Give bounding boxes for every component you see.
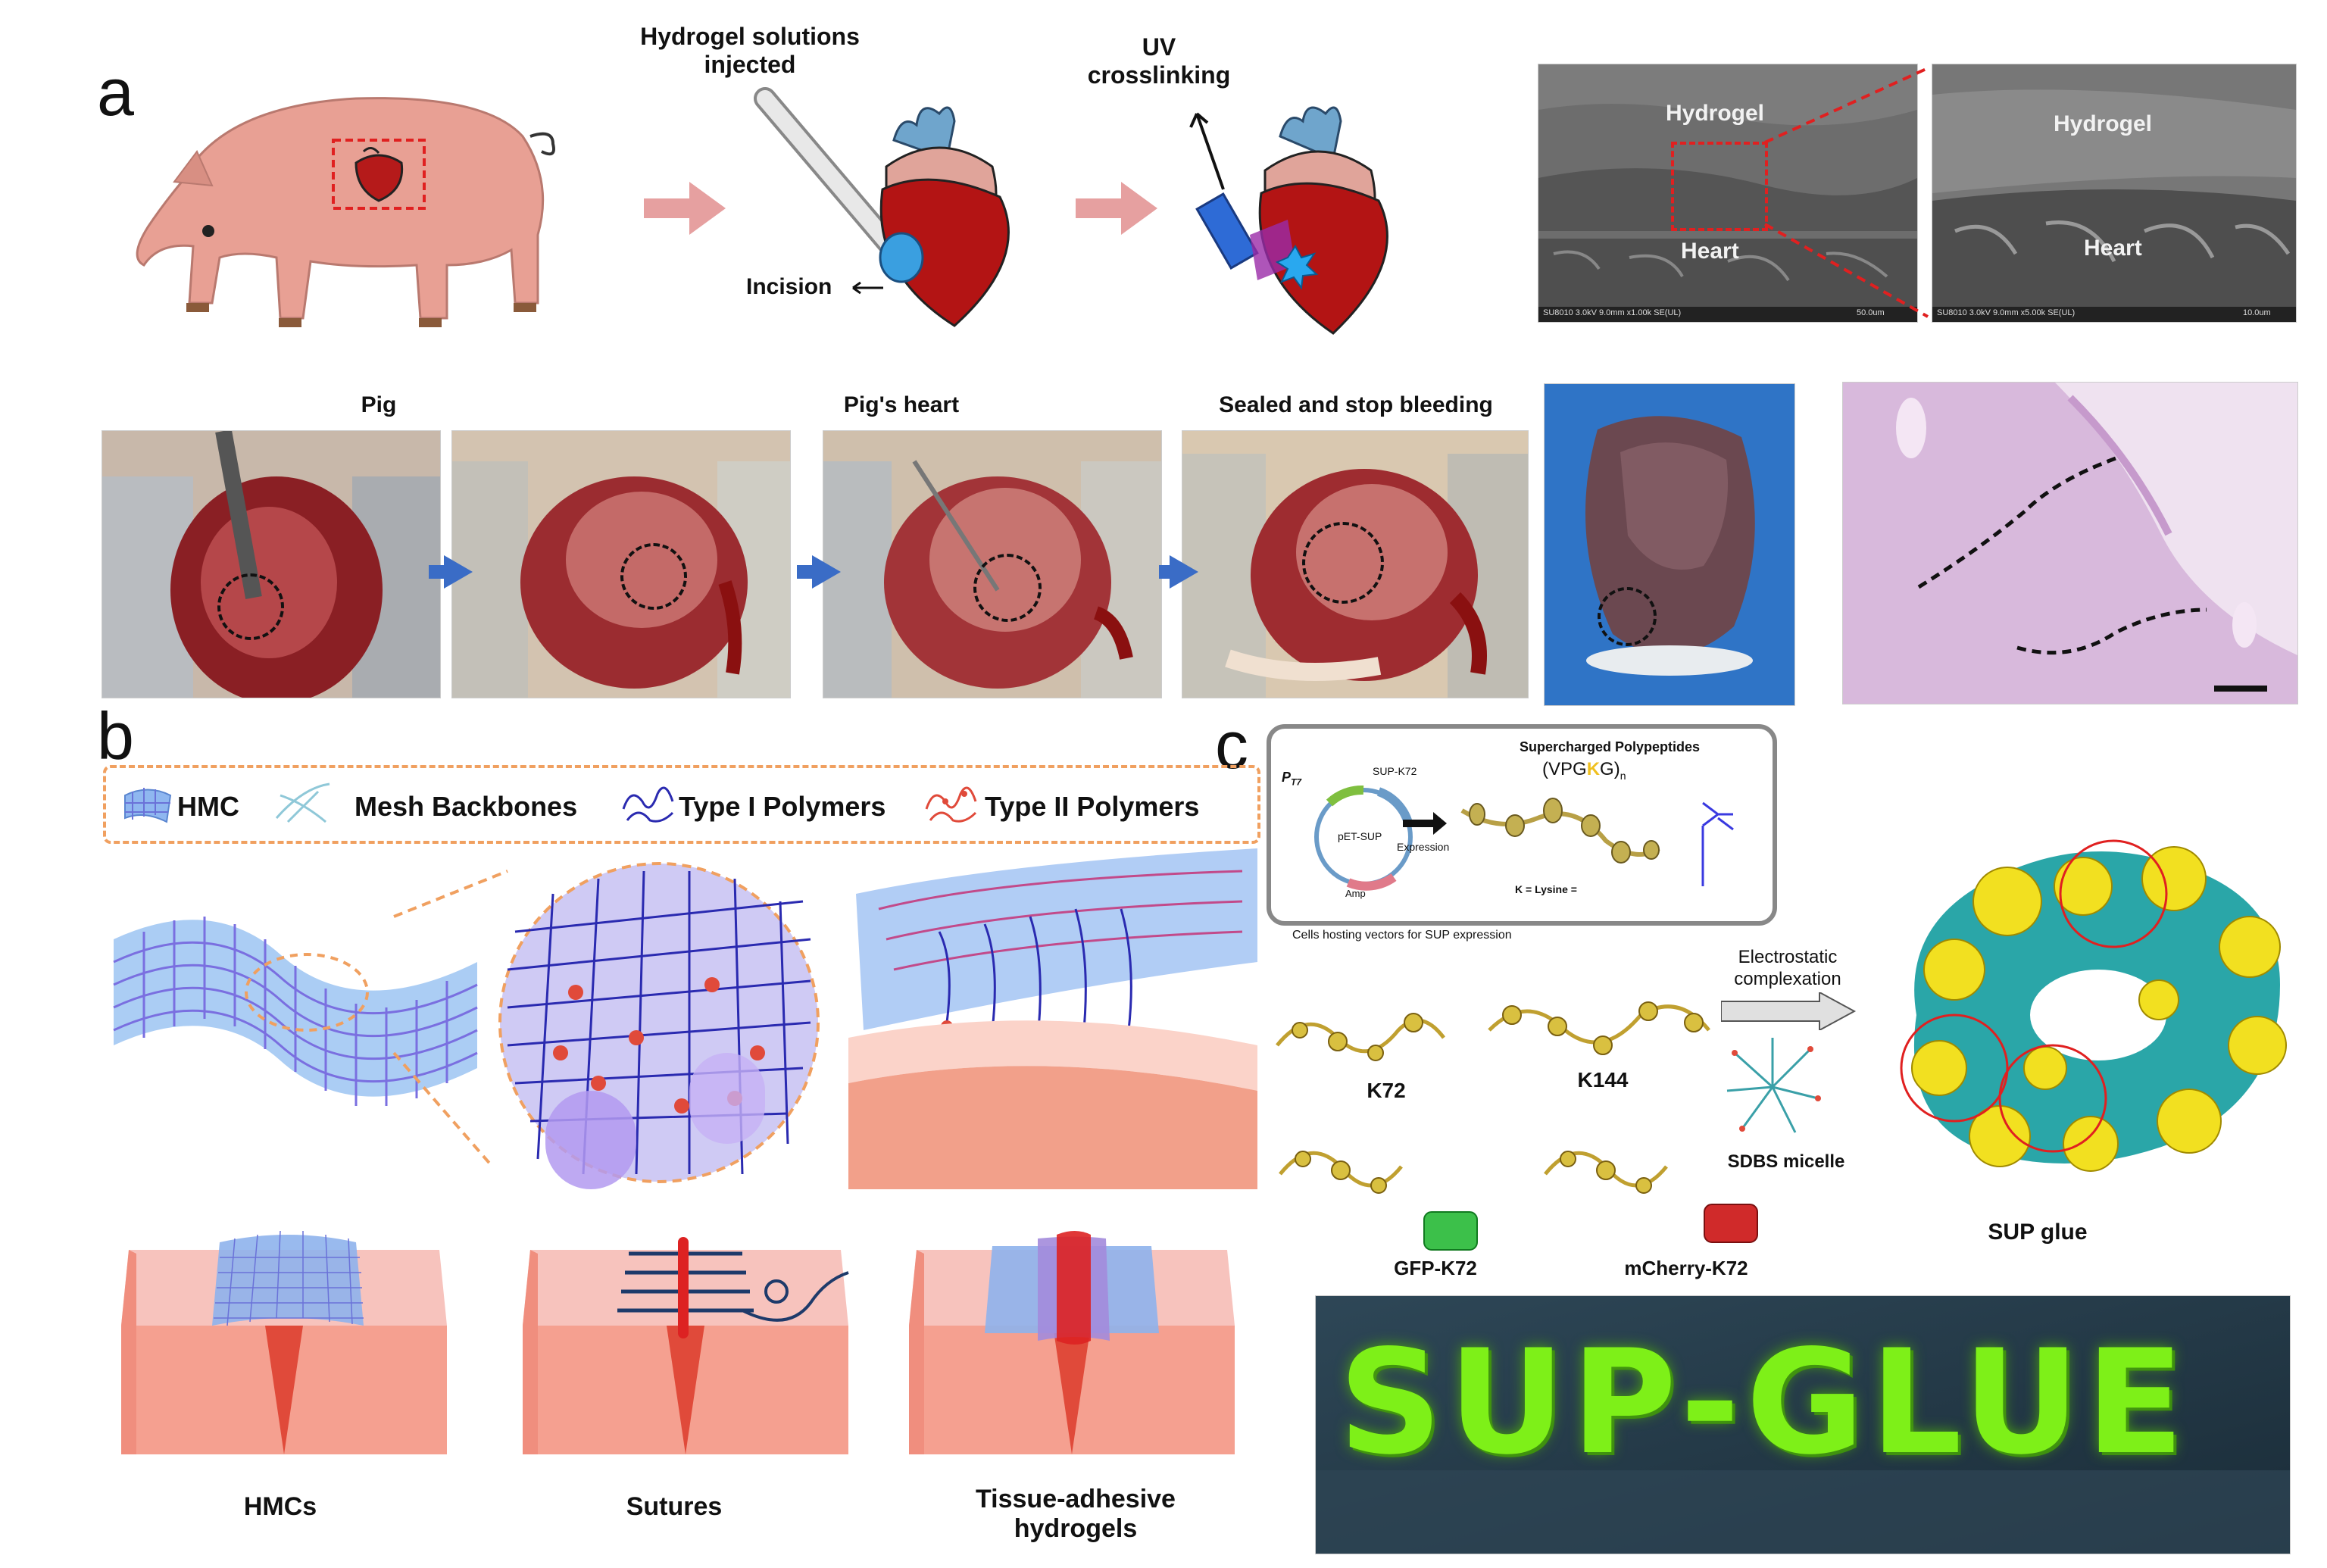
- type1-polymer-legend-icon: [622, 786, 674, 823]
- k144-structure: [1488, 1001, 1710, 1055]
- photo-3-highlight-circle: [973, 554, 1042, 622]
- sup-glue-photo-text: SUP-GLUE: [1338, 1319, 2191, 1486]
- zoom-region-box: [1671, 142, 1768, 231]
- cells-caption: Cells hosting vectors for SUP expression: [1292, 929, 1512, 942]
- legend-box: [103, 765, 1260, 844]
- uv-label: UV crosslinking: [1087, 33, 1231, 89]
- hmc-sheet-illustration: [113, 917, 478, 1106]
- plasmid-promoter: PT7: [1282, 770, 1302, 788]
- photo-2-highlight-circle: [620, 543, 687, 610]
- sem-right-footer: SU8010 3.0kV 9.0mm x5.00k SE(UL): [1937, 308, 2076, 317]
- surgery-photo-4: [1182, 430, 1529, 698]
- mcherry-k72-structure: [1544, 1151, 1758, 1243]
- legend-type1-polymers: Type I Polymers: [679, 791, 886, 822]
- gfp-k72-structure: [1279, 1151, 1478, 1251]
- surgery-photo-3: [823, 430, 1162, 698]
- plasmid-illustration: [1314, 785, 1413, 891]
- mesh-backbone-legend-icon: [275, 782, 330, 823]
- legend-mesh-backbones: Mesh Backbones: [355, 791, 578, 822]
- panel-letter-a: a: [97, 55, 134, 130]
- sdbs-micelle-structure: [1726, 1038, 1821, 1133]
- incision-label: Incision: [746, 274, 832, 299]
- polypeptide-chain-illustration: [1460, 798, 1660, 864]
- method-label-adhesive-hydrogels: Tissue-adhesive hydrogels: [976, 1485, 1176, 1544]
- type2-polymer-legend-icon: [925, 786, 977, 823]
- blue-arrow-3-bar: [1159, 565, 1173, 579]
- sem-left-hydrogel-label: Hydrogel: [1666, 101, 1765, 126]
- protein-label-mcherry-k72: mCherry-K72: [1624, 1257, 1748, 1279]
- photo-title-sealed: Sealed and stop bleeding: [1219, 392, 1493, 417]
- k72-structure: [1276, 1013, 1445, 1061]
- sup-glue-complex-structure: [1900, 839, 2287, 1172]
- zoom-connector-lines: [1764, 67, 1929, 318]
- blue-arrow-1-head: [444, 555, 473, 589]
- sem-right-hydrogel-label: Hydrogel: [2054, 111, 2153, 136]
- legend-type2-polymers: Type II Polymers: [985, 791, 1200, 822]
- lysine-structure: [1701, 801, 1734, 886]
- heart-uv-illustration: [1189, 106, 1388, 335]
- adhesive-hydrogel-method-illustration: [909, 1231, 1235, 1454]
- surgery-photo-1: [102, 430, 441, 698]
- hmc-method-illustration: [121, 1230, 447, 1454]
- sem-right-heart-label: Heart: [2084, 236, 2142, 261]
- blue-arrow-2-head: [812, 555, 841, 589]
- micelle-label: SDBS micelle: [1727, 1151, 1845, 1172]
- heart-injection-illustration: [754, 87, 1010, 327]
- protein-label-k144: K144: [1577, 1068, 1629, 1092]
- plasmid-center-label: pET-SUP: [1338, 830, 1382, 842]
- sem-left-footer: SU8010 3.0kV 9.0mm x1.00k SE(UL): [1543, 308, 1682, 317]
- supercharged-title: Supercharged Polypeptides: [1519, 739, 1701, 754]
- sem-right-scale: 10.0um: [2243, 308, 2271, 317]
- plasmid-gene-label: SUP-K72: [1373, 765, 1417, 777]
- injection-label: Hydrogel solutions injected: [640, 23, 860, 78]
- method-label-hmcs: HMCs: [243, 1492, 317, 1521]
- sem-image-high-mag: Hydrogel Heart SU8010 3.0kV 9.0mm x5.00k…: [1932, 64, 2297, 323]
- histology-image: [1842, 382, 2298, 704]
- photo-title-pig: Pig: [361, 392, 397, 417]
- method-label-sutures: Sutures: [626, 1492, 723, 1521]
- blue-arrow-1-bar: [429, 565, 447, 579]
- pink-arrow-1: [644, 182, 726, 235]
- blue-arrow-3-head: [1170, 555, 1198, 589]
- legend-hmc: HMC: [177, 791, 239, 822]
- complexation-arrow: [1721, 992, 1857, 1030]
- photo-4-highlight-circle: [1302, 522, 1384, 604]
- sem-left-heart-label: Heart: [1681, 239, 1739, 264]
- zoom-connector-b: [392, 870, 508, 1168]
- photo-1-highlight-circle: [217, 573, 284, 640]
- hmc-zoom-circle-illustration: [498, 862, 820, 1189]
- surgery-photo-2: [451, 430, 791, 698]
- expression-label: Expression: [1397, 841, 1450, 853]
- hmc-legend-icon: [124, 788, 172, 823]
- sup-formula: (VPGKG)n: [1542, 759, 1626, 782]
- excised-heart-highlight-circle: [1598, 587, 1657, 646]
- panel-letter-b: b: [97, 698, 134, 773]
- plasmid-marker-label: Amp: [1345, 888, 1366, 899]
- protein-label-gfp-k72: GFP-K72: [1394, 1257, 1477, 1279]
- protein-label-k72: K72: [1367, 1079, 1406, 1102]
- pig-illustration: [136, 97, 555, 327]
- expression-arrow: [1403, 812, 1447, 835]
- excised-heart-photo: [1544, 383, 1795, 706]
- lysine-label: K = Lysine =: [1515, 883, 1577, 895]
- hmc-tissue-adhesion-illustration: [848, 848, 1257, 1189]
- sem-left-scale: 50.0um: [1857, 308, 1885, 317]
- pink-arrow-2: [1076, 182, 1157, 235]
- sup-glue-photo: SUP-GLUE: [1315, 1295, 2291, 1554]
- sup-glue-label: SUP glue: [1988, 1220, 2088, 1245]
- blue-arrow-2-bar: [797, 565, 815, 579]
- sutures-method-illustration: [523, 1237, 849, 1454]
- complexation-label: Electrostatic complexation: [1734, 947, 1841, 989]
- photo-title-pigs-heart: Pig's heart: [843, 392, 960, 417]
- incision-arrow: [852, 281, 883, 295]
